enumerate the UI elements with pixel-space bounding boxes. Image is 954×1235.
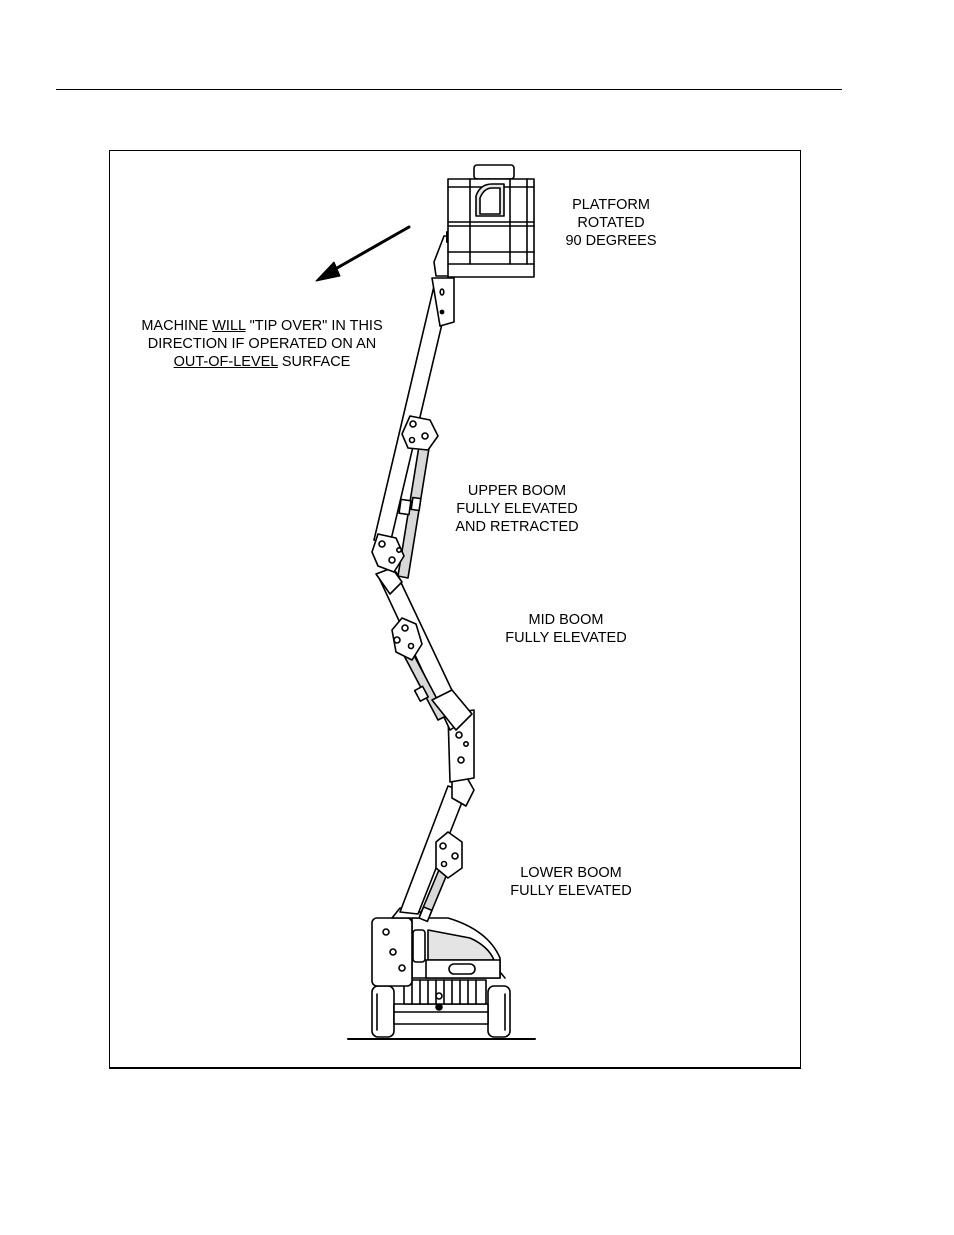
chassis — [371, 907, 506, 987]
mid-boom-label: MID BOOM FULLY ELEVATED — [505, 612, 627, 646]
platform-rotated-label: PLATFORM ROTATED 90 DEGREES — [565, 197, 657, 249]
turntable — [403, 979, 487, 1005]
lower-boom-label: LOWER BOOM FULLY ELEVATED — [510, 865, 632, 899]
mid-boom — [375, 567, 473, 731]
upper-boom-label: UPPER BOOM FULLY ELEVATED AND RETRACTED — [455, 483, 579, 535]
lower-boom — [399, 775, 475, 923]
upper-boom — [371, 285, 451, 579]
platform-basket — [447, 164, 535, 278]
tip-direction-arrow — [315, 225, 411, 282]
figure-frame — [109, 150, 801, 1069]
header-rule — [56, 89, 842, 90]
tip-over-warning-label: MACHINE WILL "TIP OVER" IN THIS DIRECTIO… — [141, 318, 383, 370]
